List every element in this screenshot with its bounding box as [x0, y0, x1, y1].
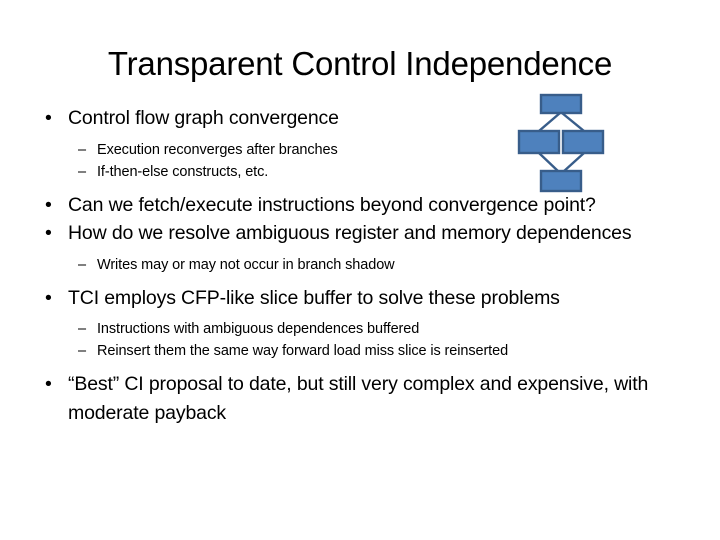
bullet-marker: •: [45, 373, 52, 395]
cfg-edge-entry-to-right: [561, 112, 585, 132]
cfg-edge-left-to-conv: [538, 152, 560, 173]
bullet-marker: –: [78, 141, 86, 158]
bullet-marker: •: [45, 286, 52, 309]
list-item-label: If-then-else constructs, etc.: [97, 163, 269, 180]
bullet-marker: •: [45, 222, 52, 244]
bullet-marker: –: [78, 256, 86, 273]
list-item: – Instructions with ambiguous dependence…: [38, 318, 658, 340]
list-item: • TCI employs CFP-like slice buffer to s…: [38, 284, 658, 313]
list-item-label: Can we fetch/execute instructions beyond…: [68, 193, 596, 216]
list-item: – Reinsert them the same way forward loa…: [38, 340, 658, 362]
bullet-list: • Control flow graph convergence – Execu…: [38, 104, 658, 427]
cfg-edge-right-to-conv: [562, 152, 585, 173]
bullet-marker: –: [78, 163, 86, 180]
control-flow-graph-diagram: [505, 88, 620, 198]
list-item-label: Instructions with ambiguous dependences …: [97, 321, 420, 337]
list-item: • Control flow graph convergence: [38, 104, 658, 133]
cfg-node-entry: [539, 93, 583, 115]
cfg-node-branch-left: [517, 129, 561, 155]
list-item: – Execution reconverges after branches: [38, 139, 658, 161]
list-item: • “Best” CI proposal to date, but still …: [38, 370, 658, 427]
cfg-nodes: [517, 93, 605, 193]
cfg-edge-entry-to-left: [538, 112, 561, 132]
list-item: – Writes may or may not occur in branch …: [38, 254, 658, 276]
list-item-label: “Best” CI proposal to date, but still ve…: [68, 373, 649, 424]
bullet-marker: –: [78, 343, 86, 359]
cfg-node-branch-right: [561, 129, 605, 155]
list-item-label: Writes may or may not occur in branch sh…: [97, 256, 395, 273]
page-title: Transparent Control Independence: [107, 45, 613, 82]
list-item: • Can we fetch/execute instructions beyo…: [38, 191, 658, 220]
bullet-marker: •: [45, 193, 52, 216]
cfg-node-convergence: [539, 169, 583, 193]
list-item-label: How do we resolve ambiguous register and…: [68, 222, 632, 244]
list-item: • How do we resolve ambiguous register a…: [38, 219, 658, 248]
list-item: – If-then-else constructs, etc.: [38, 161, 658, 183]
list-item-label: Reinsert them the same way forward load …: [97, 343, 509, 359]
cfg-edges: [538, 112, 585, 173]
list-item-label: TCI employs CFP-like slice buffer to sol…: [68, 286, 560, 309]
list-item-label: Execution reconverges after branches: [97, 141, 338, 158]
bullet-marker: –: [78, 321, 86, 337]
list-item-label: Control flow graph convergence: [68, 107, 339, 129]
bullet-marker: •: [45, 107, 52, 129]
